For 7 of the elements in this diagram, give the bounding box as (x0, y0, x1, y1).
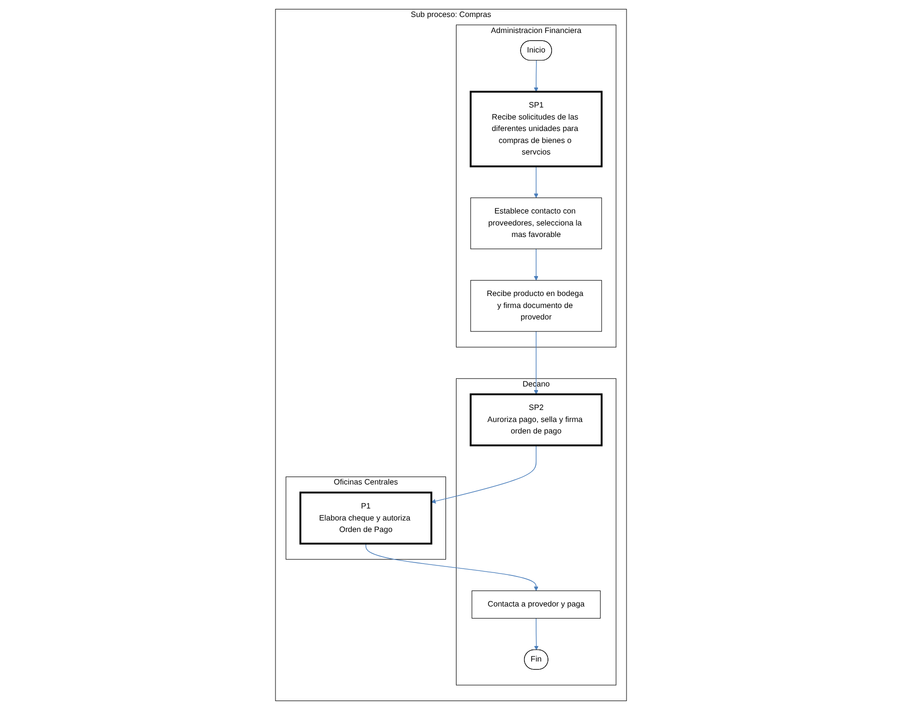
arrow (534, 60, 538, 92)
arrow (534, 617, 539, 650)
arrow (534, 248, 538, 280)
arrow (534, 166, 538, 198)
arrow (534, 330, 538, 394)
arrow (366, 542, 538, 590)
arrow (431, 444, 536, 503)
